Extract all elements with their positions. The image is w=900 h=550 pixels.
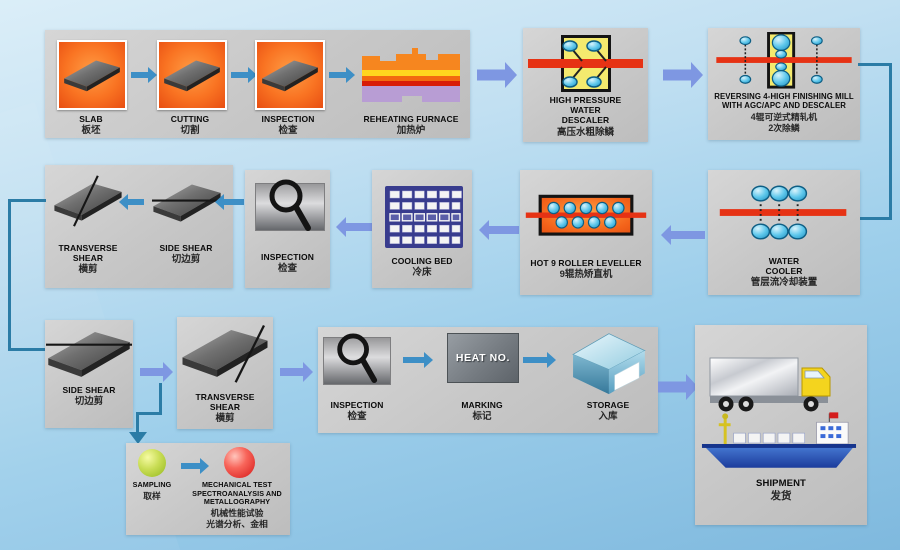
slab-icon bbox=[164, 60, 220, 92]
ship-icon bbox=[701, 412, 857, 468]
flow-arrow bbox=[658, 375, 698, 399]
connector-line bbox=[8, 348, 48, 351]
connector-line bbox=[858, 217, 892, 220]
flow-arrow bbox=[403, 352, 433, 368]
cooling-bed-grid-icon bbox=[385, 186, 463, 248]
flow-arrow bbox=[523, 352, 556, 368]
slab-icon bbox=[262, 60, 318, 92]
side-shear-icon bbox=[46, 331, 132, 377]
heat-no-text: HEAT NO. bbox=[455, 352, 511, 364]
connector-line bbox=[159, 383, 162, 415]
connector-line bbox=[858, 63, 892, 66]
truck-icon bbox=[709, 357, 831, 412]
flow-arrow bbox=[336, 217, 372, 237]
connector-line bbox=[8, 199, 11, 351]
roller-leveller-icon bbox=[525, 194, 647, 236]
flow-arrow bbox=[661, 223, 705, 247]
flow-arrow bbox=[663, 62, 703, 88]
flow-arrow bbox=[479, 219, 519, 241]
inspection-plate bbox=[323, 337, 391, 385]
flow-arrow bbox=[140, 362, 173, 382]
label-mech-test: MECHANICAL TEST SPECTROANALYSIS AND META… bbox=[192, 480, 282, 529]
inspection-tile bbox=[255, 40, 325, 110]
water-cooler-icon bbox=[719, 185, 847, 240]
flow-arrow bbox=[329, 67, 355, 83]
rolling-mill-icon bbox=[716, 32, 852, 89]
panel-shears-row2 bbox=[45, 165, 233, 288]
magnifier-icon bbox=[337, 333, 378, 383]
side-shear-icon bbox=[152, 184, 222, 222]
flow-arrow bbox=[181, 458, 209, 474]
spray-nozzles-icon bbox=[562, 40, 607, 88]
label-shipment: SHIPMENT 发货 bbox=[756, 478, 806, 503]
cutting-tile bbox=[157, 40, 227, 110]
green-sample-ball bbox=[138, 449, 166, 477]
flow-arrow bbox=[215, 194, 244, 210]
furnace-icon bbox=[362, 48, 460, 102]
descaler-red-bar bbox=[528, 59, 643, 68]
flow-arrow bbox=[231, 67, 257, 83]
label-mill: REVERSING 4-HIGH FINISHING MILL WITH AGC… bbox=[714, 92, 854, 133]
heat-number-plate: HEAT NO. bbox=[447, 333, 519, 383]
slab-tile bbox=[57, 40, 127, 110]
magnifier-icon bbox=[269, 179, 311, 231]
flow-arrow bbox=[280, 362, 313, 382]
flow-arrow bbox=[477, 62, 517, 88]
connector-line bbox=[136, 412, 162, 415]
red-sample-ball bbox=[224, 447, 255, 478]
label-water-cooler: WATER COOLER 管层流冷却装置 bbox=[750, 256, 818, 289]
slab-icon bbox=[64, 60, 120, 92]
transverse-shear-icon bbox=[182, 325, 268, 383]
connector-line bbox=[136, 412, 139, 433]
transverse-shear-icon bbox=[54, 175, 122, 227]
label-descaler: HIGH PRESSURE WATER DESCALER 高压水粗除鳞 bbox=[549, 95, 622, 138]
flow-arrow bbox=[131, 67, 157, 83]
connector-line bbox=[889, 63, 892, 220]
connector-arrowhead bbox=[129, 432, 147, 444]
flow-arrow bbox=[119, 194, 144, 210]
connector-line bbox=[8, 199, 46, 202]
warehouse-icon bbox=[572, 333, 646, 395]
